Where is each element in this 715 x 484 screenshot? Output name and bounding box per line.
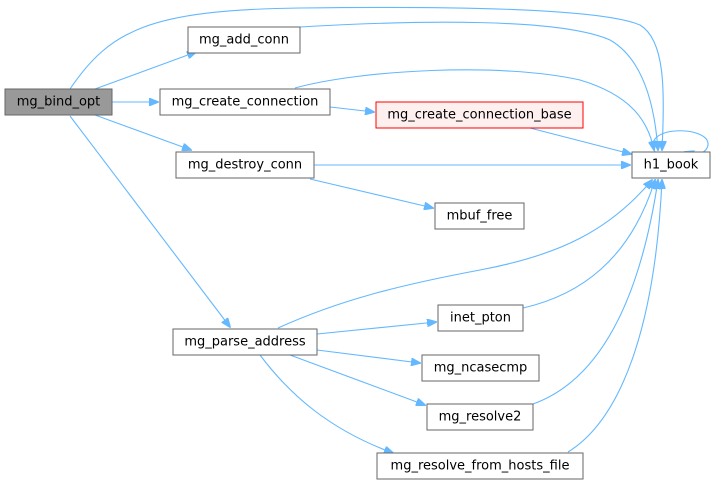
node-label: mg_create_connection_base	[387, 108, 571, 123]
node-label: mg_create_connection	[172, 95, 319, 110]
nodes: mg_bind_opt mg_add_conn mg_create_connec…	[4, 26, 711, 480]
edge-resolve2-to-h1-book	[532, 180, 658, 405]
node-h1-book[interactable]: h1_book	[631, 151, 711, 179]
node-label: mg_parse_address	[184, 335, 306, 350]
edges	[69, 6, 709, 453]
node-label: mg_bind_opt	[17, 95, 101, 110]
node-mg-bind-opt[interactable]: mg_bind_opt	[4, 88, 113, 116]
edge-parse-address-to-inet-pton	[316, 322, 436, 335]
node-label: inet_pton	[450, 311, 511, 326]
edge-bind-opt-to-parse-address	[69, 115, 230, 327]
node-label: mg_destroy_conn	[188, 158, 302, 173]
node-label: mg_resolve_from_hosts_file	[391, 459, 570, 474]
edge-parse-address-to-ncasecmp	[316, 349, 420, 363]
edge-destroy-conn-to-mbuf-free	[309, 178, 433, 208]
node-mg-parse-address[interactable]: mg_parse_address	[172, 328, 318, 356]
edge-parse-address-to-resolve2	[289, 354, 425, 405]
node-label: mbuf_free	[447, 209, 513, 224]
node-mg-resolve2[interactable]: mg_resolve2	[426, 403, 534, 431]
edge-add-conn-to-h1-book	[299, 21, 658, 150]
node-label: mg_ncasecmp	[434, 361, 528, 376]
edge-bind-opt-to-destroy-conn	[94, 114, 191, 150]
node-mg-resolve-from-hosts-file[interactable]: mg_resolve_from_hosts_file	[376, 452, 584, 480]
node-label: mg_resolve2	[439, 410, 522, 425]
edge-h1-book-self-loop	[652, 130, 709, 154]
edge-inet-pton-to-h1-book	[522, 180, 655, 309]
edge-hosts-file-to-h1-book	[567, 180, 662, 453]
node-label: h1_book	[644, 158, 699, 173]
edge-create-connection-base-to-h1-book	[529, 127, 631, 154]
node-mg-add-conn[interactable]: mg_add_conn	[187, 26, 301, 54]
node-mg-destroy-conn[interactable]: mg_destroy_conn	[175, 151, 315, 179]
edge-create-connection-to-h1-book	[294, 69, 654, 150]
node-mg-create-connection-base[interactable]: mg_create_connection_base	[375, 101, 584, 129]
node-mg-ncasecmp[interactable]: mg_ncasecmp	[421, 354, 540, 382]
edge-bind-opt-to-h1-book	[69, 6, 663, 150]
edge-parse-address-to-hosts-file	[259, 354, 393, 453]
edge-parse-address-to-h1-book	[277, 180, 652, 329]
node-inet-pton[interactable]: inet_pton	[437, 304, 524, 332]
node-mg-create-connection[interactable]: mg_create_connection	[159, 88, 331, 116]
edge-create-connection-to-base	[329, 106, 374, 112]
node-label: mg_add_conn	[199, 33, 289, 48]
node-mbuf-free[interactable]: mbuf_free	[434, 202, 525, 230]
edge-bind-opt-to-add-conn	[94, 52, 196, 90]
